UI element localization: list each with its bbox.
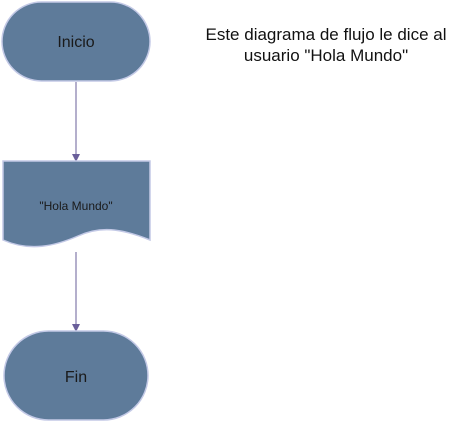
diagram-annotation: Este diagrama de flujo le dice al usuari… bbox=[196, 24, 451, 66]
output-label: "Hola Mundo" bbox=[39, 199, 112, 213]
annotation-line-1: Este diagrama de flujo le dice al bbox=[205, 25, 447, 44]
output-node[interactable]: "Hola Mundo" bbox=[2, 160, 151, 248]
start-node[interactable]: Inicio bbox=[1, 1, 151, 82]
start-terminator-shape bbox=[1, 1, 151, 82]
end-label: Fin bbox=[65, 369, 87, 386]
output-document-shape bbox=[2, 160, 151, 248]
annotation-line-2: usuario "Hola Mundo" bbox=[243, 46, 409, 65]
end-terminator-shape bbox=[3, 330, 149, 421]
start-label: Inicio bbox=[57, 34, 94, 51]
end-node[interactable]: Fin bbox=[3, 330, 149, 421]
